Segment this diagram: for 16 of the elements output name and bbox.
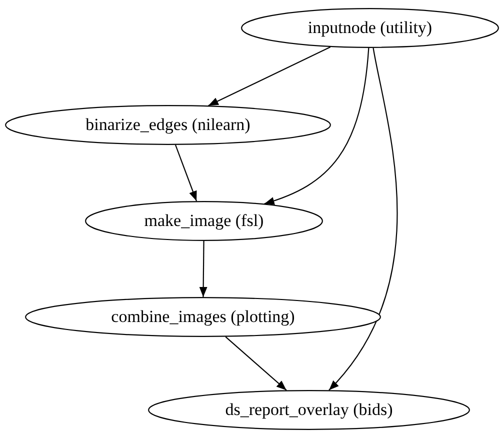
node-label: binarize_edges (nilearn): [86, 115, 250, 135]
node-label: ds_report_overlay (bids): [225, 400, 393, 420]
arrow: [264, 48, 370, 204]
arrow: [199, 241, 208, 297]
node-label: make_image (fsl): [144, 211, 264, 231]
process-ellipse: [5, 105, 331, 145]
arrow: [328, 48, 398, 391]
arrow: [208, 46, 331, 106]
arrow: [225, 336, 287, 391]
process-ellipse: [85, 201, 323, 241]
node-label: inputnode (utility): [308, 18, 432, 38]
process-ellipse: [148, 390, 470, 430]
process-ellipse: [241, 8, 499, 48]
node-label: combine_images (plotting): [111, 307, 295, 327]
process-ellipse: [25, 297, 381, 337]
arrow: [174, 144, 198, 202]
